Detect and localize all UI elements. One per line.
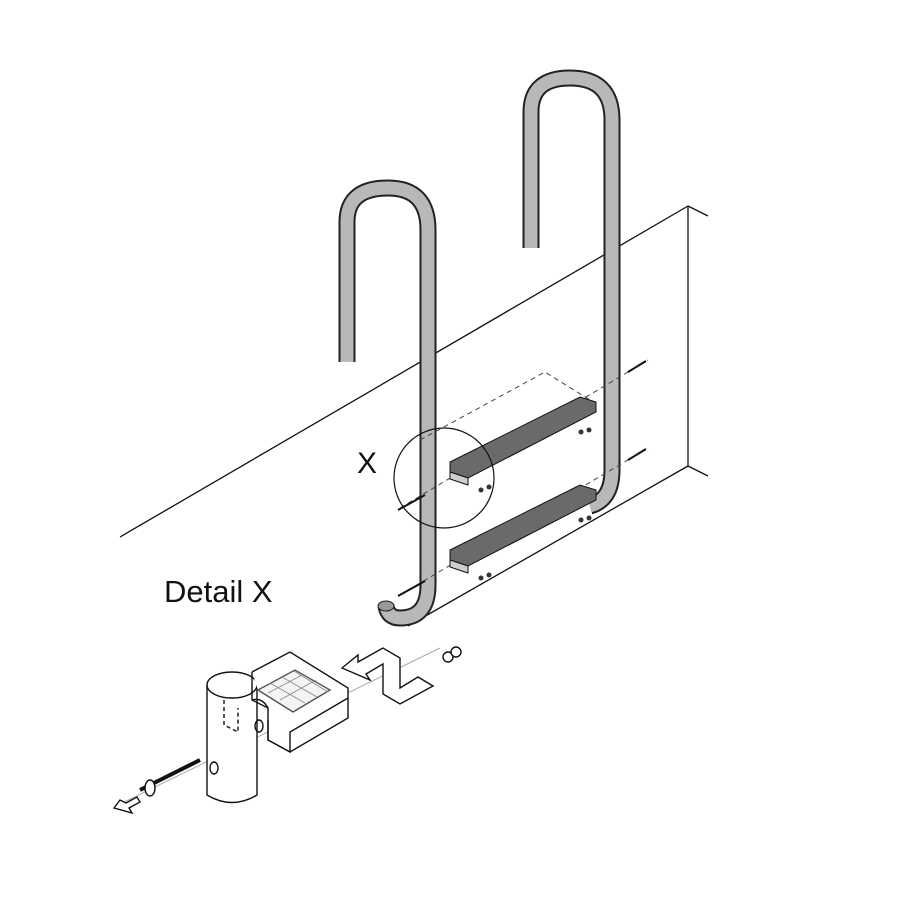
right-handrail [522,69,621,515]
left-handrail [338,179,437,627]
detail-title: Detail X [164,574,273,609]
nuts [478,427,592,581]
detail-x-drawing [112,646,462,815]
bolts [397,360,647,597]
step-upper [449,396,597,486]
step-lower [449,484,597,574]
detail-callout-circle [393,427,495,529]
callout-label-x: X [357,447,378,480]
pool-wall [119,205,709,627]
